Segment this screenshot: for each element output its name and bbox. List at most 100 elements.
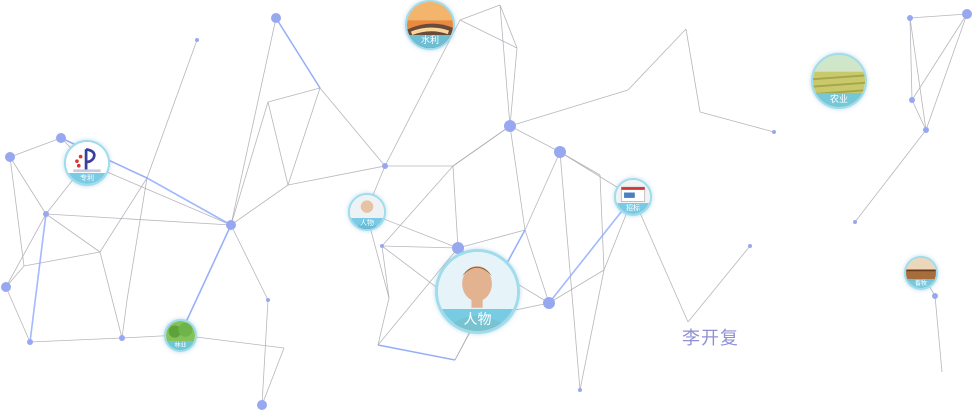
graph-edge — [146, 39, 198, 179]
graph-edge — [599, 174, 605, 271]
graph-edge — [699, 111, 775, 133]
graph-edge — [267, 87, 321, 103]
graph-edge — [287, 165, 386, 186]
node-xumu[interactable]: 畜牧 — [904, 256, 938, 290]
graph-edge — [179, 334, 285, 349]
graph-edge — [146, 177, 232, 226]
graph-edge — [267, 101, 289, 186]
graph-edge — [29, 337, 123, 343]
graph-edge — [377, 344, 456, 361]
node-renwu-main[interactable]: 人物 — [435, 249, 520, 334]
node-zhuanli[interactable]: 专利 — [64, 140, 110, 186]
graph-edge — [452, 125, 511, 167]
node-label: 农业 — [813, 93, 865, 107]
graph-node-dot — [923, 127, 929, 133]
graph-node-dot — [909, 97, 915, 103]
graph-edge — [909, 13, 968, 19]
node-label: 人物 — [438, 309, 517, 331]
graph-edge — [499, 4, 518, 49]
graph-edge — [499, 4, 511, 127]
graph-edge — [230, 224, 269, 301]
graph-node-dot — [380, 244, 384, 248]
graph-node-dot — [56, 133, 66, 143]
graph-edge — [9, 137, 62, 158]
graph-edge — [381, 165, 454, 247]
graph-node-dot — [748, 244, 752, 248]
graph-edge — [524, 229, 550, 304]
graph-edge — [925, 13, 968, 131]
graph-edge — [85, 162, 232, 226]
graph-node-dot — [382, 163, 388, 169]
graph-edge — [121, 299, 128, 339]
graph-edge — [5, 213, 47, 288]
graph-node-dot — [853, 220, 857, 224]
graph-edge — [452, 165, 459, 249]
graph-edge — [548, 269, 605, 304]
node-label: 林业 — [166, 341, 195, 350]
node-renwu-small[interactable]: 人物 — [348, 193, 386, 231]
graph-node-dot — [271, 13, 281, 23]
graph-edge — [854, 129, 927, 223]
graph-edge — [524, 151, 561, 231]
graph-node-dot — [932, 293, 938, 299]
graph-node-dot — [578, 388, 582, 392]
graph-edge — [559, 151, 581, 391]
graph-edge — [909, 17, 927, 131]
graph-edge — [230, 101, 269, 226]
graph-edge — [627, 28, 687, 91]
node-nongye[interactable]: 农业 — [811, 53, 867, 109]
graph-edge — [275, 17, 321, 89]
graph-edge — [230, 184, 289, 226]
graph-edge — [99, 177, 148, 253]
graph-node-dot — [962, 9, 972, 19]
graph-edge — [381, 245, 390, 299]
graph-edge — [911, 99, 927, 131]
node-label: 招标 — [616, 203, 650, 214]
graph-edge — [261, 299, 269, 406]
graph-edge — [261, 347, 285, 406]
graph-edge — [911, 13, 968, 101]
graph-edge — [685, 28, 701, 113]
person-name-label[interactable]: 李开复 — [682, 328, 739, 349]
graph-edge — [9, 156, 47, 215]
graph-node-dot — [257, 400, 267, 410]
graph-node-dot — [119, 335, 125, 341]
graph-node-dot — [43, 211, 49, 217]
graph-node-dot — [554, 146, 566, 158]
graph-edge — [179, 224, 232, 336]
node-label: 专利 — [66, 173, 108, 184]
graph-node-dot — [543, 297, 555, 309]
graph-node-dot — [195, 38, 199, 42]
graph-edge — [45, 213, 101, 253]
graph-edge — [509, 125, 526, 231]
graph-edge — [381, 245, 459, 249]
graph-edge — [509, 89, 629, 127]
graph-edge — [287, 87, 321, 186]
graph-edge — [29, 213, 47, 343]
node-linye[interactable]: 林业 — [164, 319, 197, 352]
node-shuili[interactable]: 水利 — [405, 0, 455, 50]
graph-node-dot — [907, 15, 913, 21]
graph-edge — [377, 297, 390, 346]
graph-edge — [632, 196, 689, 323]
node-label: 人物 — [350, 218, 384, 229]
graph-edge — [230, 17, 277, 226]
graph-edge — [459, 4, 501, 21]
graph-edge — [9, 156, 25, 267]
node-label: 畜牧 — [906, 279, 936, 288]
graph-edge — [23, 251, 101, 267]
graph-edge — [559, 151, 601, 176]
graph-node-dot — [27, 339, 33, 345]
graph-node-dot — [1, 282, 11, 292]
graph-edge — [5, 286, 31, 343]
node-zhaobiao[interactable]: 招标 — [614, 178, 652, 216]
farmland-icon — [813, 55, 865, 107]
graph-edge — [934, 295, 943, 373]
graph-node-dot — [266, 298, 270, 302]
graph-edge — [457, 229, 526, 249]
graph-edge — [99, 251, 123, 339]
graph-node-dot — [226, 220, 236, 230]
graph-edge — [548, 196, 634, 304]
node-label: 水利 — [407, 35, 453, 48]
graph-edge — [687, 245, 751, 323]
